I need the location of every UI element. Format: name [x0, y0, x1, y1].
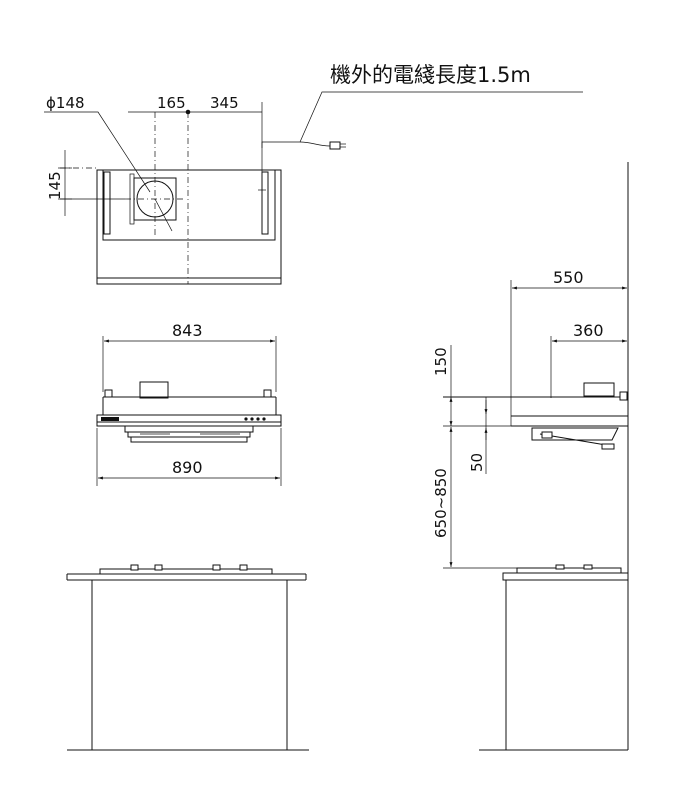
dim-offset-right: 345 — [210, 94, 239, 112]
dim-duct-diameter: ϕ148 — [46, 94, 85, 112]
top-view: 165 345 ϕ148 145 — [44, 94, 282, 285]
dim-inner-width: 843 — [172, 321, 203, 340]
dim-offset-left: 165 — [157, 94, 186, 112]
dim-depth-offset: 145 — [46, 171, 64, 200]
dim-depth-total: 550 — [553, 268, 584, 287]
dim-depth-duct: 360 — [573, 321, 604, 340]
cable-note: 機外的電綫長度1.5m — [261, 63, 583, 195]
dim-outer-width: 890 — [172, 458, 203, 477]
dim-height-duct: 150 — [432, 347, 450, 376]
front-view: 843 890 — [96, 321, 282, 486]
side-view: 550 360 150 50 650~850 — [432, 162, 629, 751]
dim-install-height: 650~850 — [432, 468, 450, 538]
front-cabinet — [66, 564, 309, 751]
dim-height-front: 50 — [468, 453, 486, 472]
cable-note-label: 機外的電綫長度1.5m — [330, 63, 531, 87]
